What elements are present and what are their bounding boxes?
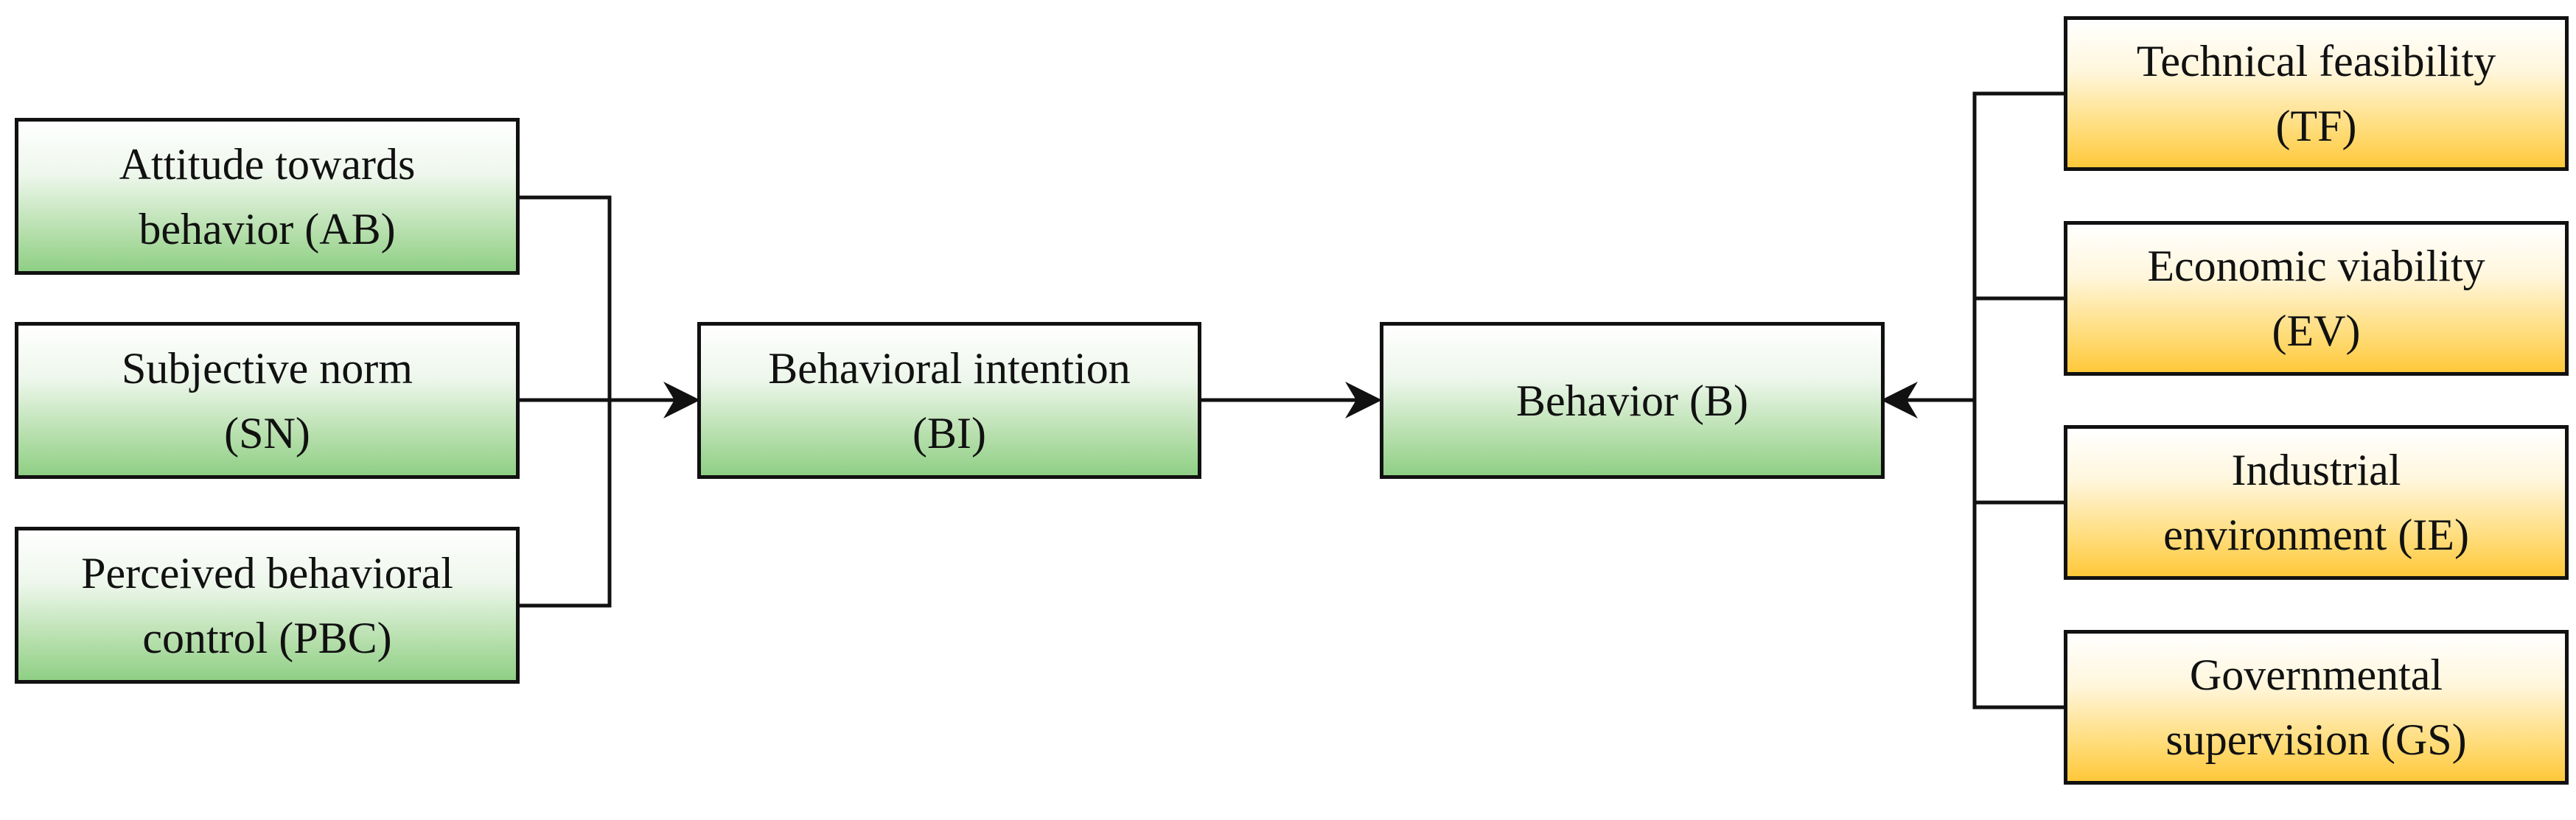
node-label-line2: (EV) <box>2272 306 2361 355</box>
node-attitude-towards-behavior: Attitude towards behavior (AB) <box>15 118 520 275</box>
edge-pbc-to-bracket <box>520 400 612 608</box>
node-label-line1: Technical feasibility <box>2136 37 2496 85</box>
node-technical-feasibility: Technical feasibility (TF) <box>2064 16 2569 171</box>
node-label-line1: Governmental <box>2189 651 2443 699</box>
node-label-line1: Behavior (B) <box>1516 376 1748 425</box>
node-label-line2: (SN) <box>224 408 310 458</box>
node-label-line1: Behavioral intention <box>768 343 1131 393</box>
node-label-line2: behavior (AB) <box>139 204 396 253</box>
node-label-line1: Industrial <box>2231 446 2401 494</box>
node-label-line2: (BI) <box>912 408 986 458</box>
node-label-line1: Economic viability <box>2147 242 2485 290</box>
node-label-line2: environment (IE) <box>2163 511 2469 559</box>
node-behavioral-intention: Behavioral intention (BI) <box>697 322 1201 479</box>
node-label-line2: (TF) <box>2275 102 2357 150</box>
node-behavior: Behavior (B) <box>1380 322 1885 479</box>
node-perceived-behavioral-control: Perceived behavioral control (PBC) <box>15 527 520 684</box>
node-governmental-supervision: Governmental supervision (GS) <box>2064 630 2569 785</box>
node-industrial-environment: Industrial environment (IE) <box>2064 425 2569 580</box>
node-label-line1: Attitude towards <box>119 139 416 189</box>
node-economic-viability: Economic viability (EV) <box>2064 221 2569 376</box>
edge-tf-to-bracket <box>1972 91 2064 709</box>
node-label-line1: Perceived behavioral <box>81 548 453 598</box>
node-label-line2: supervision (GS) <box>2165 715 2467 764</box>
node-label-line1: Subjective norm <box>122 343 413 393</box>
node-label-line2: control (PBC) <box>142 613 392 662</box>
edge-ab-to-bracket <box>520 195 612 400</box>
node-subjective-norm: Subjective norm (SN) <box>15 322 520 479</box>
